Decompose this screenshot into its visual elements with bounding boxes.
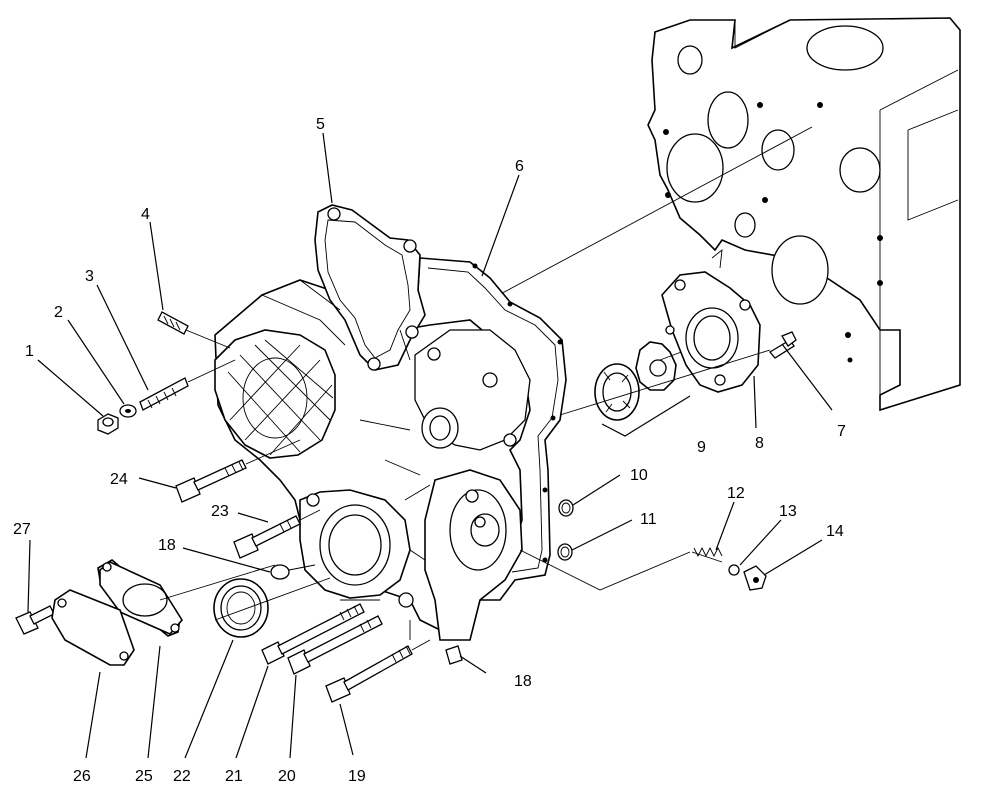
callout-19: 19 — [348, 768, 366, 785]
callout-23: 23 — [211, 503, 229, 520]
callout-18-upper: 18 — [158, 537, 176, 554]
engine-block — [647, 17, 961, 412]
alignment-line — [479, 126, 813, 306]
gear-case — [214, 204, 567, 641]
callout-8: 8 — [755, 435, 764, 452]
callout-10: 10 — [630, 467, 648, 484]
callout-7: 7 — [837, 423, 846, 440]
callout-20: 20 — [278, 768, 296, 785]
part-number-labels: 1 2 3 4 5 6 7 8 9 10 11 12 13 14 18 18 1… — [13, 116, 846, 785]
callout-4: 4 — [141, 206, 150, 223]
grille-ribs — [227, 339, 334, 456]
callout-24: 24 — [110, 471, 128, 488]
callout-14: 14 — [826, 523, 844, 540]
callout-26: 26 — [73, 768, 91, 785]
callout-1: 1 — [25, 343, 34, 360]
callout-21: 21 — [225, 768, 243, 785]
callout-9: 9 — [697, 439, 706, 456]
callout-2: 2 — [54, 304, 63, 321]
callout-11: 11 — [640, 511, 657, 528]
callout-3: 3 — [85, 268, 94, 285]
callout-25: 25 — [135, 768, 153, 785]
callout-22: 22 — [173, 768, 191, 785]
callout-5: 5 — [316, 116, 325, 133]
relief-valve-parts — [519, 499, 767, 591]
callout-6: 6 — [515, 158, 524, 175]
callout-27: 27 — [13, 521, 31, 538]
leader-lines — [27, 132, 833, 759]
callout-18-lower: 18 — [514, 673, 532, 690]
cover-and-gasket — [51, 559, 276, 666]
callout-12: 12 — [727, 485, 745, 502]
callout-13: 13 — [779, 503, 797, 520]
oil-pump-parts — [559, 271, 797, 421]
seal-and-bolts — [213, 577, 463, 703]
left-fasteners — [15, 311, 321, 635]
